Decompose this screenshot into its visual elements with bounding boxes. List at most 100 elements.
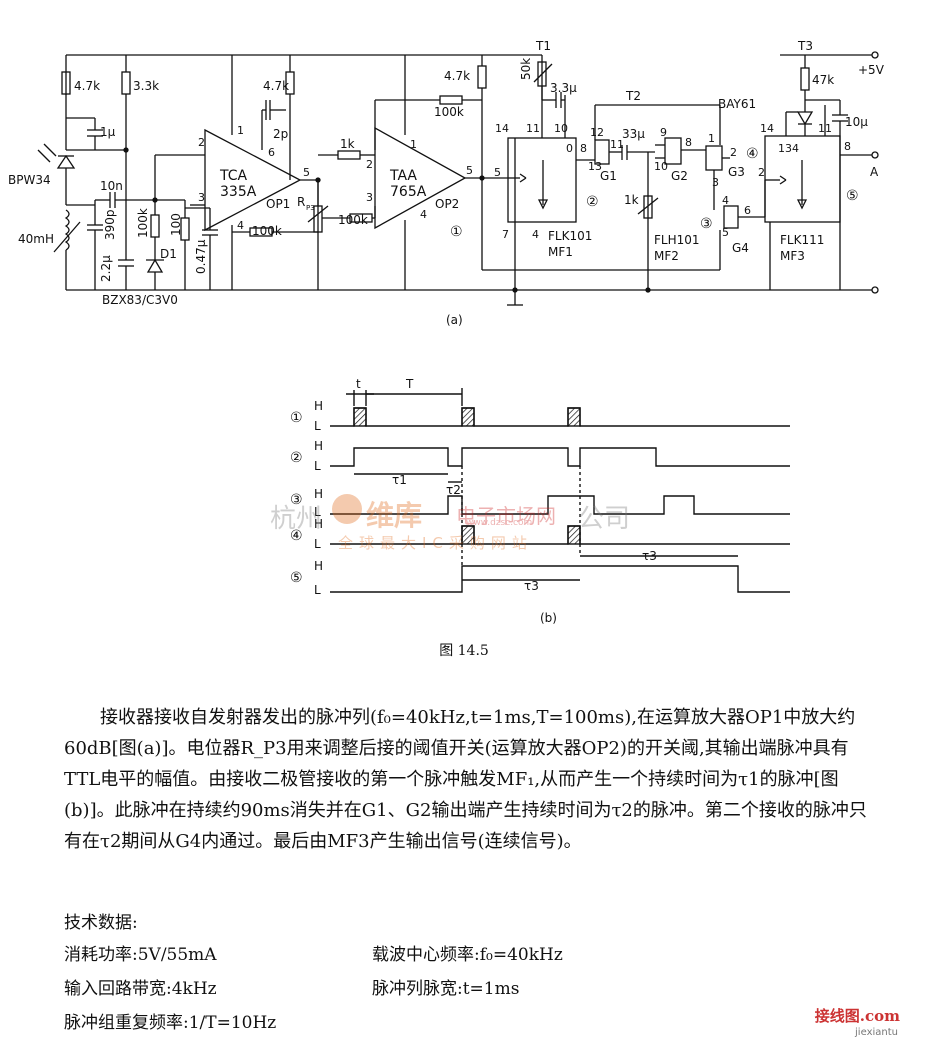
pin-op1-3: 3 [198, 191, 205, 204]
label-r8: 4.7k [444, 69, 470, 83]
timing-l: L [314, 459, 321, 473]
pin-g2-8: 8 [685, 136, 692, 149]
pin-g1-13: 13 [588, 160, 602, 173]
pin-mf3-2: 2 [758, 166, 765, 179]
label-rp3-sub: P3 [306, 204, 315, 212]
label-t1: T1 [535, 39, 551, 53]
timing-row-num: ④ [290, 528, 303, 544]
timing-row-4: ④ H L [290, 517, 323, 551]
footer-logo: 接线图.com [814, 1007, 900, 1025]
specs-title: 技术数据: [64, 913, 138, 933]
timing-h: H [314, 439, 323, 453]
watermark-url: www.dzsc.com [466, 518, 533, 528]
pin-mf3-134: 134 [778, 142, 799, 155]
pin-op2-1: 1 [410, 138, 417, 151]
pin-g1-12: 12 [590, 126, 604, 139]
pin-op1-5: 5 [303, 166, 310, 179]
spec-repetition: 脉冲组重复频率:1/T=10Hz [64, 1013, 277, 1033]
timing-row-num: ① [290, 410, 303, 426]
pin-g2-10: 10 [654, 160, 668, 173]
timing-tau2: τ2 [446, 483, 461, 497]
label-inductor: 40mH [18, 232, 54, 246]
pin-mf1-0: 0 [566, 142, 573, 155]
label-c3: 390p [103, 209, 117, 240]
watermark-left: 杭州 [270, 504, 323, 534]
label-op1-name: TCA [219, 168, 248, 184]
label-r11: 1k [624, 193, 639, 207]
label-c7: 3.3μ [550, 81, 577, 95]
timing-t-label: t [356, 377, 361, 391]
label-t3: T3 [797, 39, 813, 53]
circuit-diagram: 4.7k 3.3k 1μ BPW34 10n 40mH 390p 2.2μ 10… [8, 39, 885, 327]
label-c1: 1μ [100, 125, 116, 139]
label-r7: 1k [340, 137, 355, 151]
label-diode: BAY61 [718, 97, 756, 111]
label-photodiode: BPW34 [8, 173, 51, 187]
pin-g3-1: 1 [708, 132, 715, 145]
watermark-site: 电子市场网 [456, 504, 556, 528]
label-r5: 4.7k [263, 79, 289, 93]
footer-sub: jiexiantu [855, 1027, 898, 1038]
timing-h: H [314, 399, 323, 413]
label-r4: 100 [169, 213, 183, 236]
label-r10: 50k [519, 58, 533, 80]
pin-mf1-14: 14 [495, 122, 509, 135]
timing-h: H [314, 559, 323, 573]
timing-diagram: t T ① H L ② H L ③ H L ④ H L ⑤ H L τ1 τ2 … [290, 377, 790, 625]
timing-T-label: T [405, 377, 414, 391]
label-zener-type: BZX83/C3V0 [102, 293, 178, 307]
pin-g4-6: 6 [744, 204, 751, 217]
label-zener: D1 [160, 247, 177, 261]
label-r3: 100k [136, 208, 150, 238]
label-c6: 2p [273, 127, 288, 141]
pin-op2-3: 3 [366, 191, 373, 204]
label-rp3: R [297, 195, 305, 209]
pin-op1-1: 1 [237, 124, 244, 137]
marker-2: ② [586, 194, 599, 210]
watermark-right: 公司 [578, 504, 631, 534]
watermark-logo-icon [332, 494, 362, 524]
figure-caption: 图 14.5 [439, 643, 489, 659]
spec-power: 消耗功率:5V/55mA [64, 945, 217, 965]
label-op2-type: 765A [390, 184, 427, 200]
label-mf3: MF3 [780, 249, 805, 263]
timing-tau3a: τ3 [524, 579, 539, 593]
pin-mf1-5: 5 [494, 166, 501, 179]
label-r9: 100k [434, 105, 464, 119]
label-op1-type: 335A [220, 184, 257, 200]
marker-1: ① [450, 224, 463, 240]
timing-l: L [314, 505, 321, 519]
label-g1: G1 [600, 169, 617, 183]
watermark-slogan: 全球最大IC采购网站 [338, 534, 533, 552]
marker-5: ⑤ [846, 188, 859, 204]
pin-mf1-10: 10 [554, 122, 568, 135]
spec-bandwidth: 输入回路带宽:4kHz [64, 979, 217, 999]
timing-tau3b: τ3 [642, 549, 657, 563]
label-op2-name: TAA [389, 168, 417, 184]
marker-4: ④ [746, 146, 759, 162]
pin-op2-2: 2 [366, 158, 373, 171]
timing-row-num: ⑤ [290, 570, 303, 586]
timing-l: L [314, 583, 321, 597]
timing-l: L [314, 419, 321, 433]
pin-g3-3: 3 [712, 176, 719, 189]
label-mf1: MF1 [548, 245, 573, 259]
timing-row-5: ⑤ H L [290, 559, 323, 597]
pin-mf3-11: 11 [818, 122, 832, 135]
timing-h: H [314, 487, 323, 501]
pin-g2-9: 9 [660, 126, 667, 139]
label-mf2: MF2 [654, 249, 679, 263]
body-paragraph: 接收器接收自发射器发出的脉冲列(f₀=40kHz,t=1ms,T=100ms),… [64, 707, 867, 852]
timing-row-num: ② [290, 450, 303, 466]
label-c9: 10μ [845, 115, 868, 129]
timing-row-3: ③ H L [290, 487, 323, 519]
label-t2: T2 [625, 89, 641, 103]
pin-mf1-4: 4 [532, 228, 539, 241]
circuit-sublabel: (a) [446, 313, 463, 327]
pin-g4-4: 4 [722, 194, 729, 207]
label-r12: 47k [812, 73, 834, 87]
pin-g3-2: 2 [730, 146, 737, 159]
label-g2: G2 [671, 169, 688, 183]
label-supply: +5V [858, 63, 885, 77]
